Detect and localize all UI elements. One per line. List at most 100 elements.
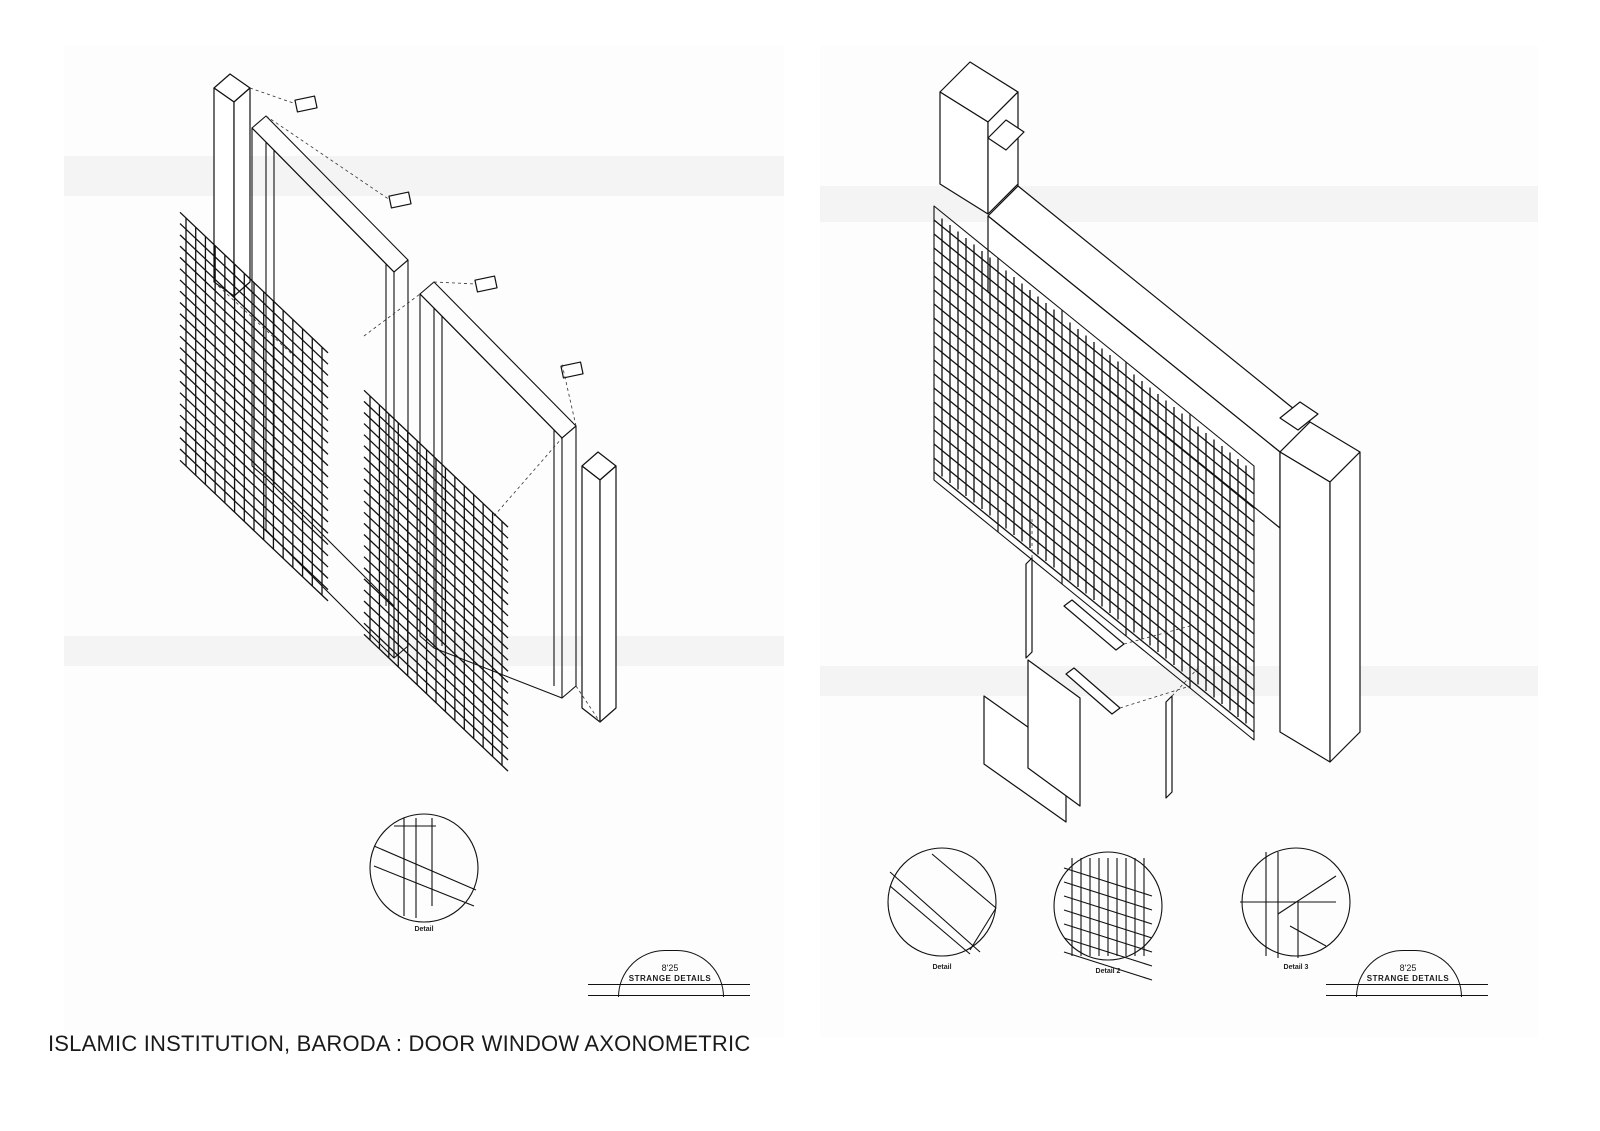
drawing-line [1125, 557, 1191, 611]
drawing-line [179, 380, 329, 523]
drawing-line [1189, 539, 1255, 593]
drawing-line [997, 355, 1063, 409]
right-pillar [1279, 401, 1361, 763]
drawing-line [933, 345, 999, 399]
drawing-line [997, 411, 1063, 465]
drawing-line [933, 261, 999, 315]
drawing-line [1125, 613, 1191, 667]
drawing-line [363, 500, 509, 639]
drawing-line [997, 495, 1063, 549]
detail-label-1: Detail [932, 964, 952, 971]
drawing-line [363, 400, 509, 539]
detail-circle-1 [887, 847, 997, 957]
drawing-line [933, 233, 999, 287]
drawing-line [179, 358, 329, 500]
drawing-line [933, 275, 999, 329]
drawing-line [1125, 375, 1191, 429]
drawing-line [1125, 501, 1191, 555]
title-stamp: 8'25 STRANGE DETAILS [588, 950, 752, 1012]
exploded-components [983, 516, 1201, 823]
drawing-line [933, 331, 999, 385]
drawing-line [1061, 519, 1127, 573]
drawing-line [1061, 435, 1127, 489]
drawing-line [997, 271, 1063, 325]
hinge-brackets [294, 95, 584, 379]
drawing-line [1125, 571, 1191, 625]
drawing-line [363, 522, 509, 661]
drawing-line [1125, 459, 1191, 513]
drawing-line [179, 426, 329, 568]
drawing-line [179, 459, 329, 602]
drawing-line [179, 256, 329, 399]
upper-lattice-screen [179, 211, 329, 602]
drawing-line [1125, 389, 1191, 443]
drawing-line [363, 423, 509, 561]
drawing-line [933, 247, 999, 301]
drawing-line [933, 415, 999, 469]
detail-label-3: Detail 3 [1283, 964, 1309, 971]
stamp-number: 8'25 [1399, 963, 1417, 973]
drawing-line [363, 434, 509, 572]
drawing-line [363, 600, 509, 739]
drawing-line [1063, 881, 1153, 911]
drawing-line [1061, 505, 1127, 559]
drawing-line [1189, 441, 1255, 495]
drawing-line [1061, 337, 1127, 391]
right-drawing-sheet: Detail Detail 2 Detail 3 8'25 STRANGE DE… [820, 46, 1538, 1038]
drawing-line [179, 414, 329, 557]
drawing-line [363, 511, 509, 650]
drawing-line [1061, 323, 1127, 377]
detail-circle-2 [1053, 851, 1163, 981]
left-pillar [939, 61, 1025, 246]
drawing-line [1125, 585, 1191, 639]
drawing-line [363, 534, 509, 672]
right-axonometric-drawing [820, 61, 1538, 981]
drawing-line [363, 578, 509, 717]
drawing-line [933, 429, 999, 483]
drawing-line [363, 478, 509, 617]
drawing-line [179, 290, 329, 433]
detail-label-2: Detail 2 [1095, 968, 1121, 975]
drawing-line [1189, 483, 1255, 537]
drawing-line [933, 471, 999, 525]
drawing-line [1189, 651, 1255, 705]
lower-window-frame [419, 281, 577, 699]
drawing-line [363, 467, 509, 606]
drawing-line [1125, 445, 1191, 499]
drawing-line [179, 268, 329, 410]
drawing-line [363, 445, 509, 584]
drawing-line [179, 245, 329, 388]
drawing-line [1189, 609, 1255, 663]
drawing-line [363, 622, 509, 761]
drawing-line [179, 403, 329, 546]
drawing-line [1063, 951, 1153, 981]
drawing-line [933, 373, 999, 427]
drawing-line [363, 611, 509, 750]
drawing-line [179, 335, 329, 478]
drawing-line [1189, 623, 1255, 677]
drawing-line [363, 556, 509, 694]
lintel-beam [987, 185, 1311, 529]
detail-label: Detail [414, 926, 434, 933]
drawing-line [1125, 473, 1191, 527]
drawing-line [1125, 431, 1191, 485]
drawing-line [1063, 923, 1153, 953]
drawing-line [179, 347, 329, 489]
drawing-line [1125, 403, 1191, 457]
drawing-line [997, 509, 1063, 563]
drawing-line [1061, 449, 1127, 503]
drawing-line [179, 324, 329, 467]
drawing-line [1061, 533, 1127, 587]
drawing-line [1189, 567, 1255, 621]
drawing-line [1125, 543, 1191, 597]
drawing-line [1189, 665, 1255, 719]
left-drawing-sheet: Detail 8'25 STRANGE DETAILS [64, 46, 784, 1038]
drawing-line [363, 489, 509, 628]
drawing-line [1189, 455, 1255, 509]
drawing-line [933, 443, 999, 497]
drawing-line [1061, 351, 1127, 405]
drawing-line [179, 234, 329, 376]
drawing-line [1125, 599, 1191, 653]
detail-circle-3 [1240, 847, 1351, 958]
drawing-line [933, 387, 999, 441]
